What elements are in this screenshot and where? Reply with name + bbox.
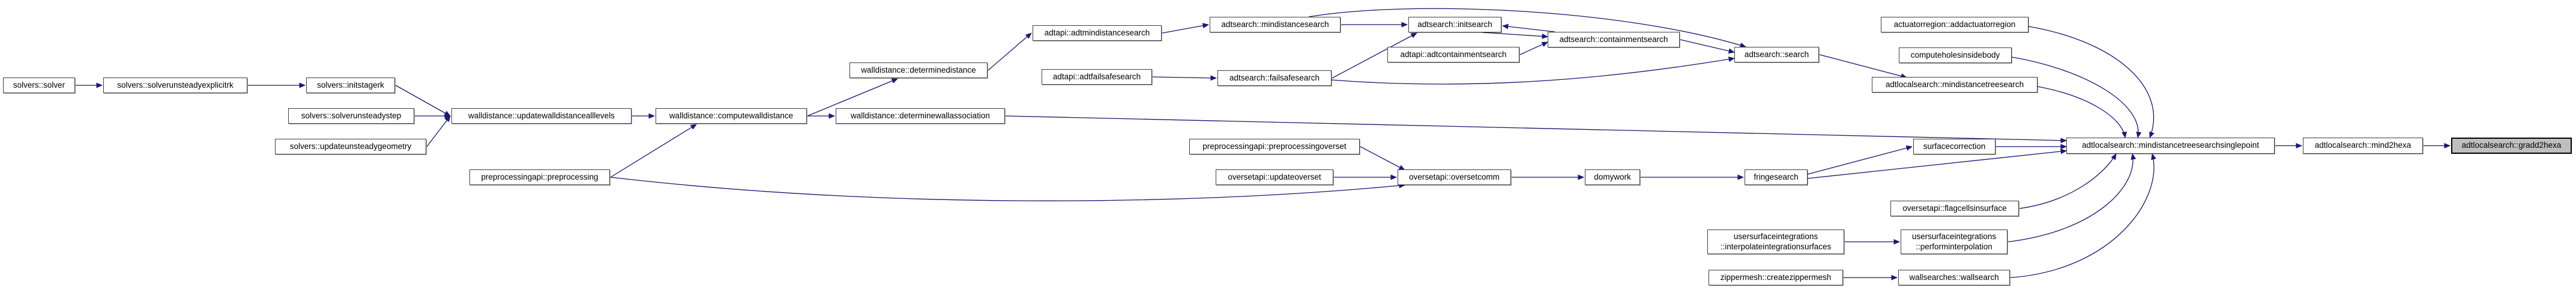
graph-node-preprocessing[interactable]: preprocessingapi::preprocessing [469,169,610,185]
call-edge-performinterpolation-to-mindistancetreesearchsinglepoint [2007,153,2137,243]
graph-node-createzippermesh[interactable]: zippermesh::createzippermesh [1709,270,1843,285]
graph-node-computewalldistance[interactable]: walldistance::computewalldistance [656,108,807,124]
graph-node-search[interactable]: adtsearch::search [1734,47,1819,62]
call-edge-wallsearch-to-mindistancetreesearchsinglepoint [2010,153,2156,278]
call-edge-preprocessingoverset-to-oversetcomm [1360,146,1405,171]
call-edge-computeholesinsidebody-to-mindistancetreesearchsinglepoint [2011,56,2142,138]
call-edge-containmentsearch-to-search [1680,39,1735,54]
call-edge-initstagerk-to-updatewalldistancealllevels [395,85,451,117]
graph-node-mind2hexa[interactable]: adtlocalsearch::mind2hexa [2303,138,2423,154]
graph-node-solverunsteadyexplicitrk[interactable]: solvers::solverunsteadyexplicitrk [103,78,247,93]
graph-node-initstagerk[interactable]: solvers::initstagerk [306,78,395,93]
call-edge-determinewallassociation-to-mindistancetreesearchsinglepoint [1005,115,2067,144]
call-edge-fringesearch-to-mindistancetreesearchsinglepoint [1807,148,2067,179]
graph-node-adtcontainmentsearch[interactable]: adtapi::adtcontainmentsearch [1387,47,1519,62]
call-edge-mindistancesearch-to-search [1308,8,1746,48]
call-edge-adtmindistancesearch-to-mindistancesearch [1162,23,1209,34]
call-edge-fringesearch-to-surfacecorrection [1807,145,1913,175]
graph-node-oversetcomm[interactable]: oversetapi::oversetcomm [1398,169,1511,185]
call-edge-search-to-mindistancetreesearch [1819,54,1907,79]
graph-node-preprocessingoverset[interactable]: preprocessingapi::preprocessingoverset [1189,139,1360,154]
call-edge-computewalldistance-to-determinedistance [807,78,898,117]
graph-node-gradd2hexa: adtlocalsearch::gradd2hexa [2451,138,2572,154]
call-edge-containmentsearch-to-initsearch [1502,23,1555,32]
graph-node-containmentsearch[interactable]: adtsearch::containmentsearch [1548,32,1680,47]
call-edge-mindistancetreesearch-to-mindistancetreesearchsinglepoint [2037,86,2128,138]
graph-node-updateunsteadygeometry[interactable]: solvers::updateunsteadygeometry [275,139,426,154]
call-edge-adtcontainmentsearch-to-containmentsearch [1519,41,1548,55]
call-edge-preprocessing-to-oversetcomm [610,177,1405,201]
graph-node-solver[interactable]: solvers::solver [3,78,75,93]
graph-node-surfacecorrection[interactable]: surfacecorrection [1913,139,1995,154]
graph-node-solverunsteadystep[interactable]: solvers::solverunsteadystep [288,108,414,124]
graph-node-fringesearch[interactable]: fringesearch [1745,169,1808,185]
call-edge-addactuatorregion-to-mindistancetreesearchsinglepoint [2028,26,2155,138]
graph-node-initsearch[interactable]: adtsearch::initsearch [1408,17,1501,32]
graph-node-adtfailsafesearch[interactable]: adtapi::adtfailsafesearch [1042,69,1152,85]
graph-node-flagcellsinsurface[interactable]: oversetapi::flagcellsinsurface [1890,201,2019,216]
graph-node-mindistancetreesearchsinglepoint[interactable]: adtlocalsearch::mindistancetreesearchsin… [2066,138,2275,154]
graph-node-domywork[interactable]: domywork [1585,169,1640,185]
graph-node-mindistancetreesearch[interactable]: adtlocalsearch::mindistancetreesearch [1872,77,2038,93]
graph-node-updateoverset[interactable]: oversetapi::updateoverset [1216,169,1333,185]
call-edge-initsearch-to-containmentsearch [1482,32,1548,39]
call-edge-adtfailsafesearch-to-failsafesearch [1152,75,1217,81]
graph-node-computeholesinsidebody[interactable]: computeholesinsidebody [1899,47,2012,63]
call-edge-failsafesearch-to-search [1331,56,1735,85]
call-edge-flagcellsinsurface-to-mindistancetreesearchsinglepoint [2019,153,2117,209]
graph-node-addactuatorregion[interactable]: actuatorregion::addactuatorregion [1881,17,2029,32]
graph-node-determinedistance[interactable]: walldistance::determinedistance [849,62,988,78]
call-edge-failsafesearch-to-initsearch [1332,32,1417,79]
graph-node-updatewalldistancealllevels[interactable]: walldistance::updatewalldistancealllevel… [451,108,632,124]
graph-node-adtmindistancesearch[interactable]: adtapi::adtmindistancesearch [1033,25,1162,41]
call-edge-preprocessing-to-computewalldistance [610,124,697,178]
graph-node-interpolateintegrationsurfaces[interactable]: usersurfaceintegrations ::interpolateint… [1707,230,1844,254]
call-edge-determinedistance-to-adtmindistancesearch [988,32,1032,71]
graph-node-wallsearch[interactable]: wallsearches::wallsearch [1898,270,2010,285]
graph-node-performinterpolation[interactable]: usersurfaceintegrations ::performinterpo… [1901,230,2007,254]
graph-node-mindistancesearch[interactable]: adtsearch::mindistancesearch [1210,17,1341,32]
graph-node-determinewallassociation[interactable]: walldistance::determinewallassociation [836,108,1005,124]
call-edge-updateunsteadygeometry-to-updatewalldistancealllevels [426,115,451,147]
graph-node-failsafesearch[interactable]: adtsearch::failsafesearch [1217,70,1332,86]
